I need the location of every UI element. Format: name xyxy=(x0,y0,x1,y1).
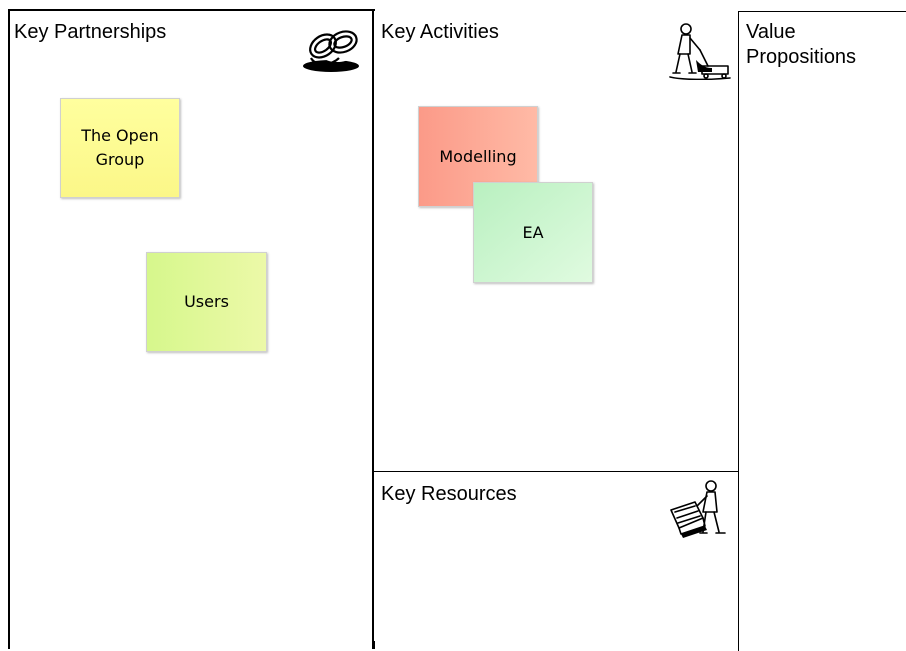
linked-rings-icon xyxy=(303,30,359,72)
key-partnerships-title: Key Partnerships xyxy=(14,21,167,43)
value-propositions-block xyxy=(738,11,906,651)
sticky-note-users[interactable]: Users xyxy=(146,252,267,352)
worker-vacuum-icon xyxy=(669,23,731,80)
value-propositions-title: Value Propositions xyxy=(746,21,857,68)
worker-machine-icon xyxy=(670,480,726,538)
key-activities-title: Key Activities xyxy=(381,21,499,43)
key-resources-title: Key Resources xyxy=(381,483,517,505)
sticky-note-the-open-group[interactable]: The Open Group xyxy=(60,98,180,198)
sticky-note-ea[interactable]: EA xyxy=(473,182,593,283)
